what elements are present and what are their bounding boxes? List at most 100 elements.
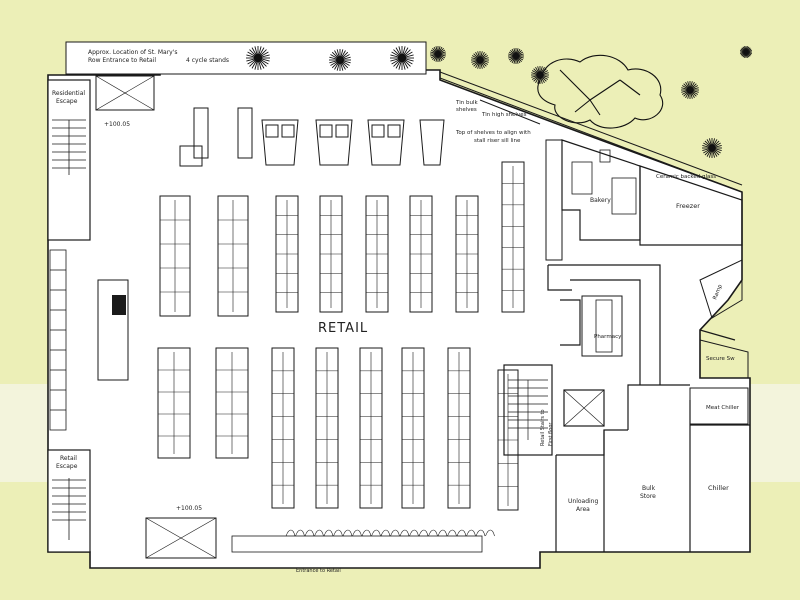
boundary-wall <box>439 71 743 193</box>
label-unloading: Unloading <box>568 498 598 505</box>
gondola-shelf <box>159 195 191 317</box>
tree-icon <box>681 81 699 99</box>
label-cycle-stands: 4 cycle stands <box>186 57 229 64</box>
tree-icon <box>702 138 722 158</box>
label-ceramic-glass: Ceramic backed glass <box>656 174 716 180</box>
glazing-pane <box>380 529 391 537</box>
tree-icon <box>471 51 489 69</box>
glazing-pane <box>304 529 315 537</box>
tree-icon <box>390 46 414 70</box>
glazing-pane <box>409 529 419 537</box>
label-bulk-shelves: Tin bulk <box>455 100 478 106</box>
partitions <box>547 264 736 385</box>
meat-chiller-room <box>689 387 749 425</box>
secure-area <box>699 339 749 379</box>
gondola-shelf <box>401 347 425 509</box>
gondola-shelf <box>501 161 525 313</box>
label-residential-escape-2: Escape <box>56 98 78 105</box>
tree-icon <box>508 48 524 64</box>
glazing-pane <box>361 529 372 537</box>
glazing-pane <box>371 529 381 537</box>
promo-unit-detail <box>112 295 126 315</box>
trees <box>246 46 752 158</box>
glazing-pane <box>485 529 495 537</box>
stair-core <box>503 364 553 456</box>
ramp <box>699 259 743 319</box>
label-bulk-store: Bulk <box>642 485 656 492</box>
label-bulk-shelves-2: shelves <box>456 107 477 113</box>
label-bakery: Bakery <box>590 197 611 204</box>
gondola-group <box>157 161 525 511</box>
tree-icon <box>740 46 752 58</box>
label-goods-lift-2: First floor <box>548 422 554 446</box>
label-shelves-note-2: stall riser sill line <box>474 138 521 144</box>
glazing-pane <box>418 529 429 537</box>
glazing-pane <box>447 529 457 537</box>
glazing-pane <box>390 529 400 537</box>
label-unloading-2: Area <box>576 506 590 513</box>
glazing-pane <box>323 529 334 537</box>
label-level-bottom: +100.05 <box>176 505 202 512</box>
glazing-pane <box>285 529 296 537</box>
glazing-pane <box>295 529 305 537</box>
label-ramp: Ramp <box>712 283 724 300</box>
retail-escape-stairs <box>52 478 86 540</box>
tree-icon <box>329 49 351 71</box>
back-rooms <box>555 384 750 552</box>
pharmacy-counter <box>595 299 613 353</box>
label-freezer: Freezer <box>676 202 700 210</box>
checkouts <box>179 107 445 167</box>
gondola-shelf <box>359 347 383 509</box>
label-retail: RETAIL <box>318 321 368 336</box>
glazing-pane <box>428 529 438 537</box>
lift-shaft <box>563 389 605 427</box>
label-high-shelves: Tin high shelves <box>481 112 527 118</box>
label-retail-escape-2: Escape <box>56 463 78 470</box>
label-pharmacy: Pharmacy <box>594 334 622 340</box>
tree-icon <box>531 66 549 84</box>
entrance-lobby-top <box>95 75 155 111</box>
glazing-pane <box>466 529 476 537</box>
glazing-pane <box>352 529 362 537</box>
label-retail-escape: Retail <box>60 455 77 462</box>
gondola-shelf <box>447 347 471 509</box>
pharmacy-room <box>581 295 623 357</box>
bakery-fixtures <box>571 149 637 215</box>
glazing-pane <box>342 529 353 537</box>
labels: Approx. Location of St. Mary's Row Entra… <box>52 49 740 574</box>
glazing-panes <box>285 529 495 537</box>
glazing-pane <box>314 529 324 537</box>
tree-icon <box>430 46 446 62</box>
label-shelves-note-1: Top of shelves to align with <box>455 130 531 136</box>
gondola-shelf <box>315 347 339 509</box>
label-st-marys: Approx. Location of St. Mary's <box>88 49 178 56</box>
gondola-shelf <box>217 195 249 317</box>
label-goods-lift: Retail Stairs to <box>540 409 546 446</box>
glazing-pane <box>333 529 343 537</box>
gondola-shelf <box>271 347 295 509</box>
freezer-room <box>639 165 743 246</box>
large-tree-icon <box>537 54 663 129</box>
residential-stairs <box>52 119 86 175</box>
label-chiller: Chiller <box>708 484 729 492</box>
entrance-lobby-bottom <box>145 517 217 559</box>
label-raw-entrance: Row Entrance to Retail <box>88 57 156 64</box>
label-secure: Secure Sw <box>706 356 735 362</box>
glazing-pane <box>437 529 448 537</box>
gondola-shelf <box>215 347 249 459</box>
label-level-top: +100.05 <box>104 121 130 128</box>
promo-unit <box>97 279 129 381</box>
glazing-pane <box>475 529 486 537</box>
label-residential-escape: Residential <box>52 90 85 97</box>
glazing-pane <box>456 529 467 537</box>
front-glazing <box>231 535 483 553</box>
tree-icon <box>246 46 270 70</box>
label-meat-chiller: Meat Chiller <box>706 405 740 411</box>
label-bottom-edge: Entrance to Retail <box>296 568 341 574</box>
stair-core-steps <box>508 379 548 440</box>
glazing-pane <box>399 529 410 537</box>
left-wall-shelving <box>49 249 67 431</box>
gondola-shelf <box>157 347 191 459</box>
